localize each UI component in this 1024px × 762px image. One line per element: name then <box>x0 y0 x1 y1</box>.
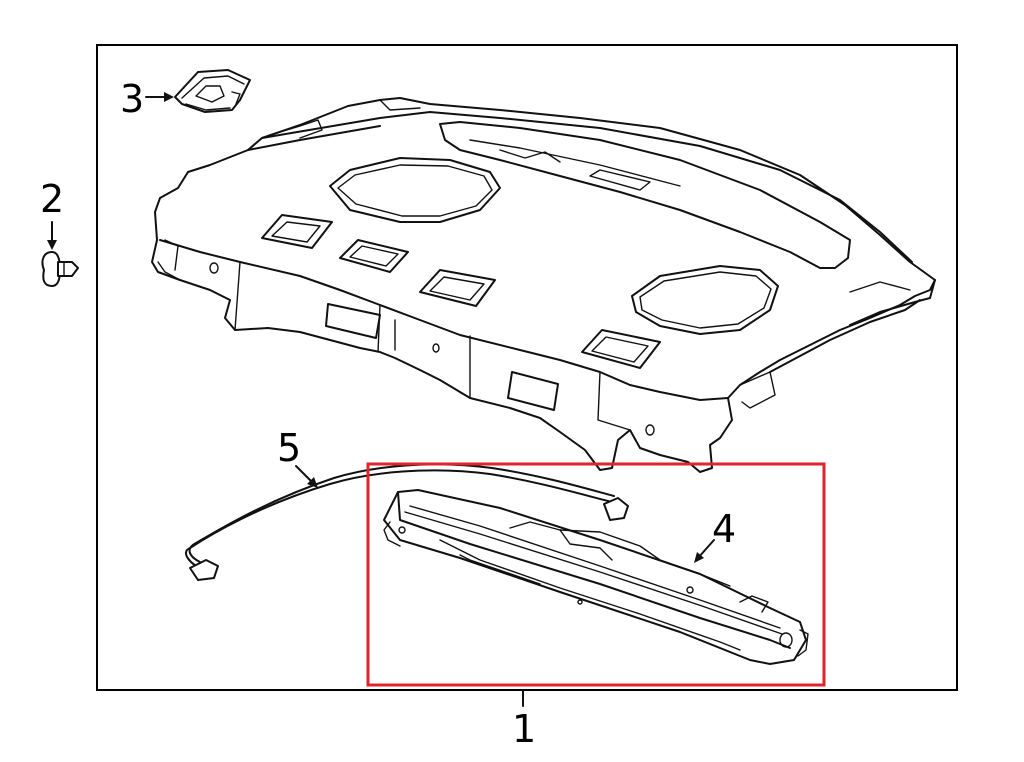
diagram-frame <box>96 44 958 691</box>
callout-leaders <box>47 92 715 707</box>
callout-5: 5 <box>277 426 301 470</box>
callout-2: 2 <box>40 177 64 221</box>
part-4-stop-lamp <box>383 489 809 665</box>
part-2-push-pin <box>41 251 79 287</box>
callout-4: 4 <box>712 507 736 551</box>
callout-1: 1 <box>512 707 536 751</box>
part-5-wire-harness <box>185 463 629 581</box>
callout-3: 3 <box>120 77 144 121</box>
highlight-box <box>366 462 826 687</box>
part-3-bracket <box>174 69 251 113</box>
package-tray-panel <box>151 97 936 473</box>
